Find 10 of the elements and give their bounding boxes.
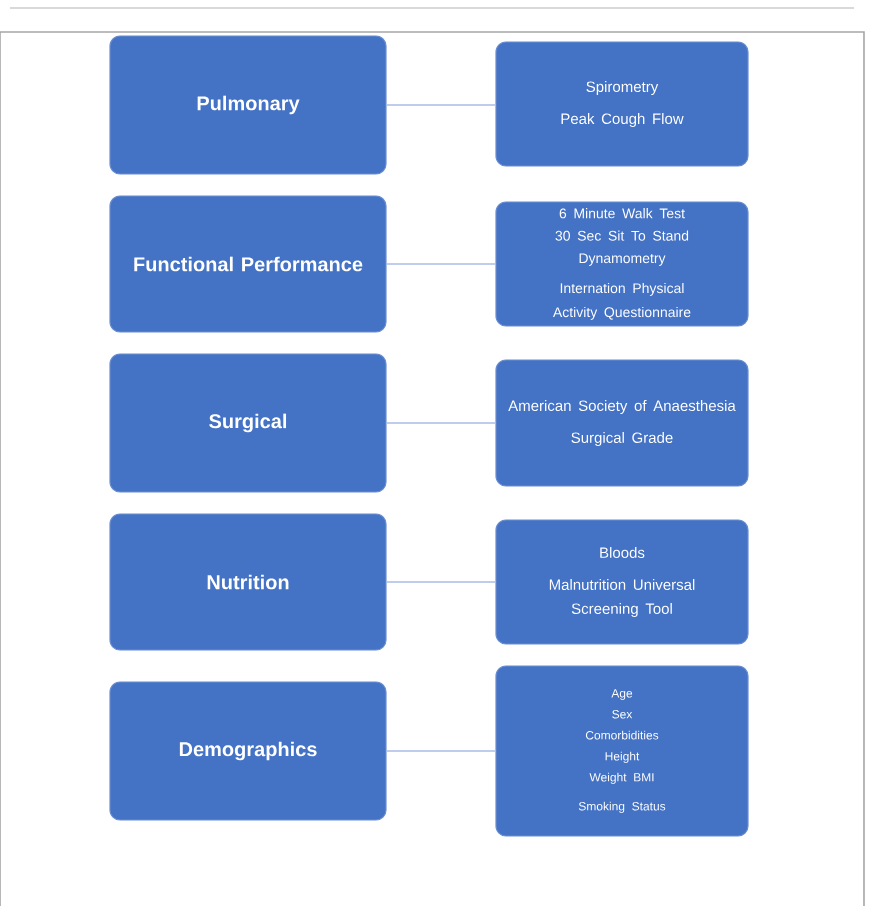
connector-line xyxy=(385,422,497,424)
category-box: Surgical xyxy=(109,353,387,493)
category-box: Nutrition xyxy=(109,513,387,651)
category-box: Demographics xyxy=(109,681,387,821)
connector-line xyxy=(385,750,497,752)
connector-line xyxy=(385,581,497,583)
category-box: Pulmonary xyxy=(109,35,387,175)
category-box: Functional Performance xyxy=(109,195,387,333)
connector-line xyxy=(385,263,497,265)
connector-line xyxy=(385,104,497,106)
